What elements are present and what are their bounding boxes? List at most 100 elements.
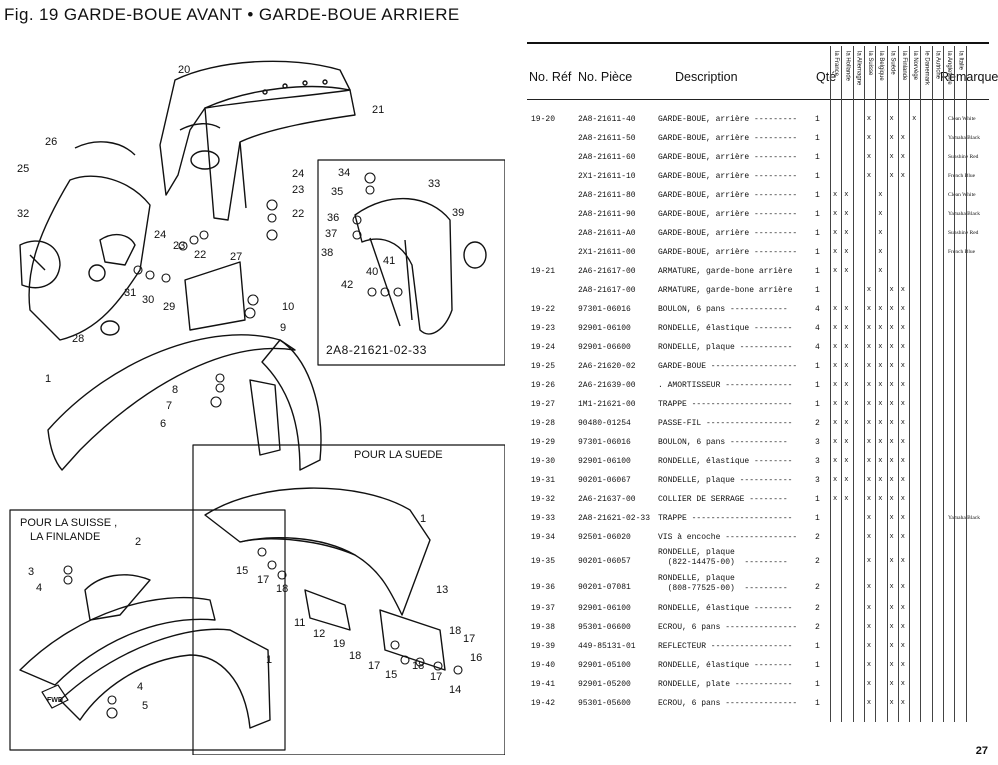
part-number: 92501-06020: [578, 533, 631, 542]
remark: Sunshine Red: [948, 230, 979, 236]
header-ref: No. Réf: [529, 70, 572, 84]
country-mark: x: [900, 305, 905, 313]
part-description: GARDE-BOUE, arrière ---------: [658, 191, 798, 200]
column-divider: [863, 46, 865, 722]
callout-33: 33: [428, 178, 440, 190]
part-number: 2X1-21611-10: [578, 172, 636, 181]
country-mark: x: [889, 172, 894, 180]
country-mark: x: [866, 343, 872, 351]
country-mark: x: [878, 419, 883, 427]
country-header: la Allemagne: [853, 49, 864, 97]
callout-4b: 4: [137, 681, 143, 693]
part-description: GARDE-BOUE ------------------: [658, 362, 798, 371]
part-number: 2A6-21639-00: [578, 381, 636, 390]
country-mark: x: [866, 362, 872, 370]
column-divider: [897, 46, 899, 722]
quantity: 2: [815, 419, 820, 428]
country-mark: x: [866, 557, 872, 565]
ref-number: 19-35: [531, 557, 556, 566]
switzerland-fender-drawing: [19, 574, 271, 729]
remark: French Blue: [948, 249, 976, 255]
country-mark: x: [833, 438, 838, 446]
country-mark: x: [833, 457, 838, 465]
part-description: RONDELLE, plaque (822-14475-00) --------…: [658, 548, 788, 567]
country-mark: x: [833, 191, 838, 199]
country-mark: x: [844, 305, 849, 313]
ref-number: 19-25: [531, 362, 556, 371]
column-divider: [965, 46, 967, 722]
callout-20: 20: [178, 64, 190, 76]
part-description: GARDE-BOUE, arrière ---------: [658, 210, 798, 219]
country-mark: x: [866, 419, 872, 427]
quantity: 1: [815, 286, 820, 295]
country-mark: x: [878, 495, 883, 503]
quantity: 1: [815, 642, 820, 651]
country-header: la Norvège: [909, 49, 920, 97]
part-number: 95301-05600: [578, 699, 631, 708]
quantity: 1: [815, 153, 820, 162]
column-divider: [852, 46, 854, 722]
country-mark: x: [889, 533, 894, 541]
inset-title-suede: POUR LA SUEDE: [354, 449, 443, 461]
ref-number: 19-42: [531, 699, 556, 708]
country-mark: x: [900, 623, 905, 631]
ref-number: 19-24: [531, 343, 556, 352]
header-qte: Qté: [816, 70, 837, 84]
country-mark: x: [889, 642, 894, 650]
country-mark: x: [844, 476, 849, 484]
quantity: 1: [815, 362, 820, 371]
country-header: le Danemark: [920, 49, 931, 97]
country-mark: x: [866, 286, 872, 294]
part-description: GARDE-BOUE, arrière ---------: [658, 248, 798, 257]
country-mark: x: [889, 514, 894, 522]
callout-24a: 24: [292, 168, 304, 180]
country-mark: x: [900, 642, 905, 650]
country-mark: x: [878, 210, 883, 218]
country-mark: x: [900, 661, 905, 669]
ref-number: 19-33: [531, 514, 556, 523]
part-number: 2A6-21617-00: [578, 267, 636, 276]
remark: Yamaha Black: [948, 211, 980, 217]
part-description: ECROU, 6 pans ---------------: [658, 623, 798, 632]
part-description: GARDE-BOUE, arrière ---------: [658, 172, 798, 181]
column-divider: [909, 46, 911, 722]
ref-number: 19-41: [531, 680, 556, 689]
column-divider: [830, 46, 831, 722]
country-mark: x: [900, 419, 905, 427]
country-mark: x: [900, 514, 905, 522]
country-mark: x: [833, 343, 838, 351]
country-mark: x: [866, 476, 872, 484]
country-mark: x: [866, 495, 872, 503]
country-mark: x: [878, 229, 883, 237]
part-number: 92901-05200: [578, 680, 631, 689]
country-mark: x: [889, 457, 894, 465]
part-number: 97301-06016: [578, 438, 631, 447]
inset-box-rear-cover: [317, 159, 505, 366]
country-mark: x: [866, 153, 872, 161]
rear-fender-drawing: [159, 60, 356, 221]
country-mark: x: [900, 533, 905, 541]
part-number: 92901-06100: [578, 457, 631, 466]
country-mark: x: [889, 153, 894, 161]
country-mark: x: [889, 680, 894, 688]
callout-19: 19: [333, 638, 345, 650]
country-mark: x: [833, 248, 838, 256]
fwd-arrow-shape: [41, 684, 69, 709]
country-header-label: la Suisse: [866, 51, 873, 76]
country-header-label: le Danemark: [923, 51, 930, 86]
callout-32: 32: [17, 208, 29, 220]
ref-number: 19-26: [531, 381, 556, 390]
country-mark: x: [833, 419, 838, 427]
quantity: 2: [815, 623, 820, 632]
part-number: 97301-06016: [578, 305, 631, 314]
country-mark: x: [844, 457, 849, 465]
callout-1a: 1: [45, 373, 51, 385]
callout-18d: 18: [412, 660, 424, 672]
quantity: 1: [815, 661, 820, 670]
